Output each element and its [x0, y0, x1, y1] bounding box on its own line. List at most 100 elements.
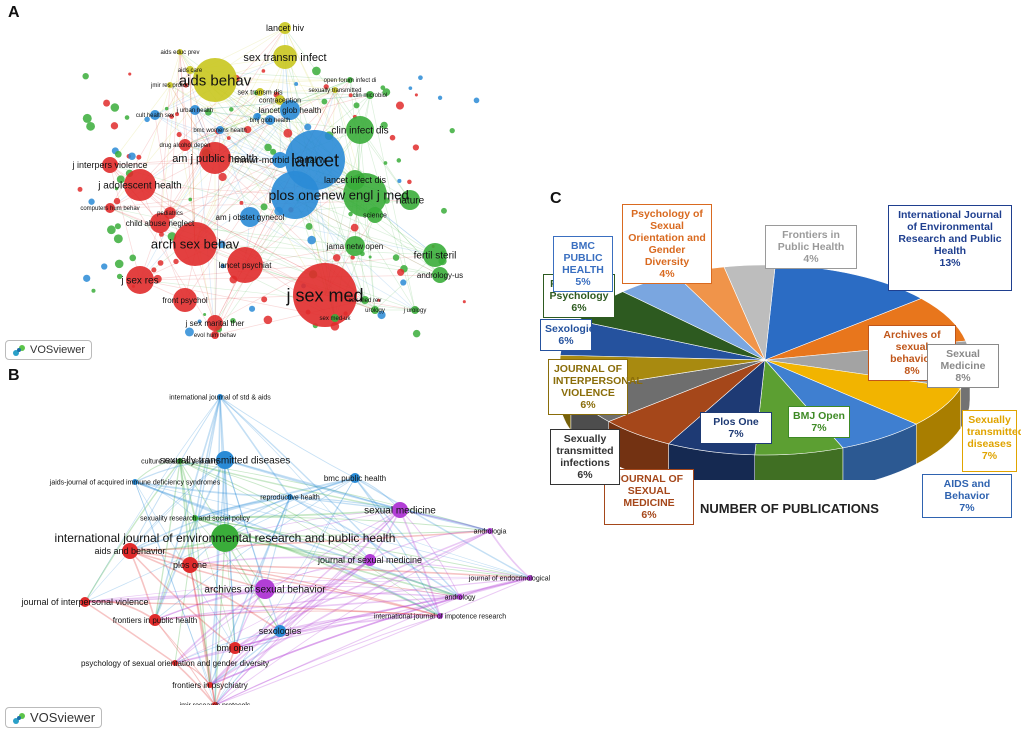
network-b-link — [154, 619, 216, 705]
network-a-minor-node — [124, 115, 130, 120]
network-a-link — [249, 216, 436, 256]
network-b-link — [354, 477, 531, 579]
network-b-nodes — [80, 394, 533, 705]
network-a-link — [189, 69, 196, 245]
network-a-minor-node — [253, 113, 261, 121]
network-b-link — [214, 577, 531, 705]
network-a-link — [154, 114, 281, 161]
network-a-minor-node — [226, 136, 231, 140]
network-a-minor-node — [114, 259, 124, 269]
network-a-link — [369, 94, 416, 311]
network-b-link — [224, 477, 356, 539]
pie-callout-name: Frontiers in Public Health — [777, 229, 845, 254]
network-b-link — [224, 509, 401, 539]
pie-callout-label: Psychology of Sexual Orientation and Gen… — [622, 204, 712, 285]
network-b-link — [219, 396, 236, 649]
pie-callout-percent: 6% — [641, 509, 657, 522]
network-a-node-label: cult health sex — [136, 113, 174, 119]
network-a-node — [332, 87, 338, 93]
network-a-node — [275, 95, 285, 105]
network-a-link — [214, 27, 286, 159]
network-b-node-label: culture health & sexuality — [141, 458, 219, 465]
network-b-link — [279, 477, 356, 632]
network-b-link — [134, 481, 531, 579]
network-a-minor-node — [185, 327, 194, 337]
pie-callout-name: BMC PUBLIC HEALTH — [562, 240, 604, 277]
network-b-link — [194, 396, 221, 519]
network-b-link — [219, 396, 356, 479]
network-b-link — [194, 517, 281, 632]
network-b-link — [84, 600, 156, 621]
network-a-node — [167, 82, 173, 88]
network-a-link — [184, 79, 351, 146]
pie-callout-percent: 8% — [904, 365, 920, 378]
network-b-node-label: bmc public health — [324, 474, 386, 483]
network-a-minor-node — [333, 254, 341, 262]
network-b-link — [369, 530, 491, 561]
network-b-link — [154, 610, 441, 621]
network-a-node-label: sex med-uk — [319, 316, 351, 322]
network-b-link — [154, 619, 211, 686]
pie-callout-percent: 13% — [939, 257, 961, 270]
network-b-node — [217, 394, 223, 400]
network-a-node-label: clin infect dis — [331, 126, 388, 137]
network-b-link — [279, 509, 401, 632]
network-b-link — [154, 460, 181, 621]
network-a-minor-node — [261, 69, 266, 73]
network-b-node — [364, 554, 376, 566]
network-a-minor-node — [128, 72, 132, 76]
network-a-minor-node — [203, 312, 207, 316]
network-a-node-label: open forum infect di — [324, 78, 377, 84]
network-a-node-label: sex transm dis — [237, 89, 283, 96]
network-b-link — [214, 596, 461, 705]
network-a-node — [150, 213, 170, 233]
network-a-link — [139, 109, 291, 281]
network-a-minor-node — [230, 317, 236, 324]
vosviewer-badge-b: VOSviewer — [5, 707, 103, 728]
network-a-link — [179, 51, 186, 146]
network-a-node — [331, 314, 339, 322]
pie-callout-name: Archives of sexual behavior — [883, 329, 941, 366]
network-b-link — [279, 559, 371, 632]
network-a-node-label: new engl j med — [321, 188, 408, 203]
network-a-minor-node — [113, 234, 123, 244]
network-b-link — [214, 509, 401, 705]
network-b-node — [80, 597, 90, 607]
network-a-node-label: aids educ prev — [160, 50, 199, 56]
network-b-link — [174, 596, 461, 664]
network-a-minor-node — [110, 122, 119, 130]
network-b-link — [214, 537, 226, 705]
network-a-minor-node — [114, 150, 122, 158]
network-a-link — [259, 89, 336, 93]
network-a-node-label: j urology — [403, 308, 427, 314]
network-b-link — [134, 460, 181, 483]
network-b-link — [129, 396, 221, 552]
network-a-link — [184, 159, 281, 301]
network-b-link — [174, 559, 371, 664]
network-a-node — [367, 207, 383, 223]
network-b-link — [189, 564, 441, 617]
network-b-link — [129, 550, 236, 649]
network-b-link — [224, 459, 236, 649]
network-a-node — [179, 139, 191, 151]
network-a-node-label: lancet infect dis — [324, 175, 387, 185]
network-b-link — [194, 496, 291, 519]
network-b-link — [289, 496, 461, 598]
network-a-node — [240, 207, 260, 227]
network-a-link — [139, 184, 186, 301]
network-b-link — [209, 496, 291, 686]
network-b-node-label: journal of endocrinological investigatio… — [468, 575, 550, 582]
network-b-node — [172, 660, 178, 666]
network-b-link — [399, 509, 461, 598]
network-b-node-label: reproductive health — [260, 494, 320, 501]
network-a-link — [294, 194, 436, 256]
network-a-node — [265, 115, 275, 125]
network-b-link — [134, 481, 291, 498]
network-a-node-label: lancet psychiat — [219, 261, 273, 270]
network-b-node — [207, 682, 213, 688]
network-a-node — [345, 236, 365, 256]
network-a-node-label: aids care — [178, 68, 203, 74]
network-a-minor-node — [183, 82, 189, 88]
